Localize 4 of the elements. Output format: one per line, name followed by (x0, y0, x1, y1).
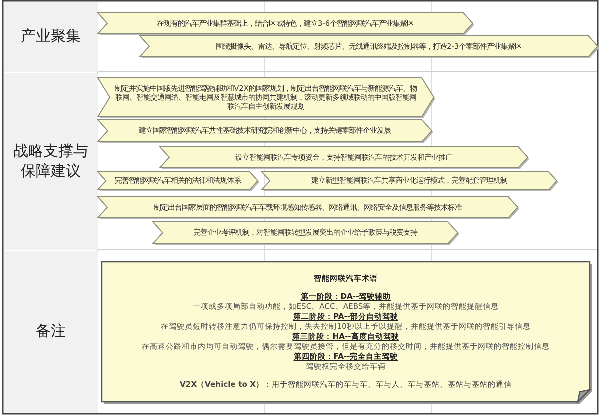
row-header: 产业聚集 (4, 2, 98, 72)
row-header: 备注 (4, 251, 98, 413)
row-header: 战略支撑与保障建议 (4, 73, 98, 250)
note-box (102, 262, 590, 402)
